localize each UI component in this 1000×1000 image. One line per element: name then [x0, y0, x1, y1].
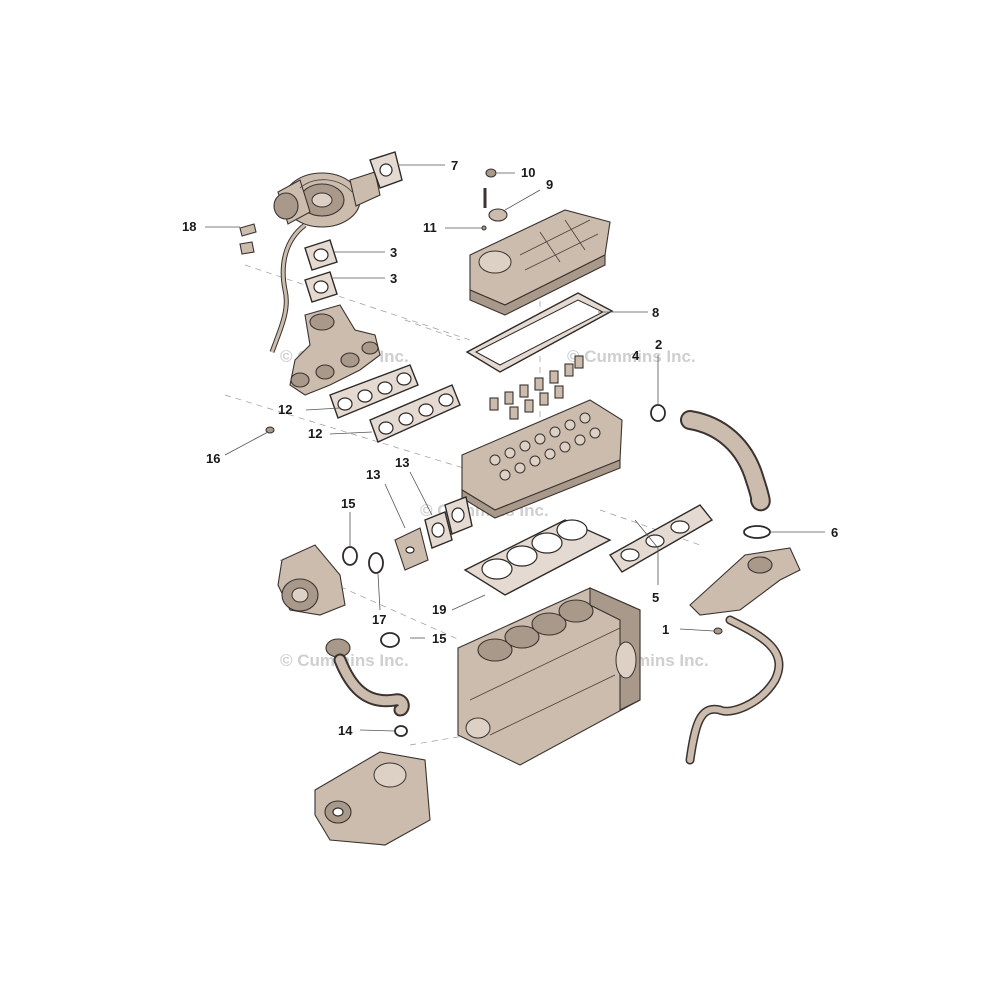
callout-11: 11	[423, 220, 437, 235]
callout-13-right: 13	[395, 455, 409, 470]
turbocharger	[273, 171, 381, 228]
coolant-bypass-pipe	[685, 615, 784, 765]
oil-filler-cap-parts	[481, 168, 508, 231]
gasket-13b	[424, 511, 453, 549]
exhaust-manifold	[289, 304, 381, 396]
turbo-outlet-gasket	[369, 151, 403, 189]
turbo-gasket-lower	[304, 271, 338, 303]
callout-13-left: 13	[366, 467, 380, 482]
callout-5: 5	[652, 590, 659, 605]
callout-1: 1	[662, 622, 669, 637]
o-ring-2	[650, 404, 666, 422]
o-ring-15-lower	[380, 632, 400, 648]
callout-6: 6	[831, 525, 838, 540]
mounting-bracket-13a	[394, 527, 429, 571]
callout-15-upper: 15	[341, 496, 355, 511]
o-ring-17	[368, 552, 384, 574]
water-pump	[277, 544, 346, 616]
banjo-fittings	[239, 223, 257, 255]
turbo-gasket-upper	[304, 239, 338, 271]
callout-3-upper: 3	[390, 245, 397, 260]
plug-1	[713, 627, 723, 635]
leader-lines	[205, 164, 825, 732]
o-ring-6	[743, 525, 771, 539]
front-timing-cover	[314, 751, 431, 846]
callout-15-lower: 15	[432, 631, 446, 646]
callout-10: 10	[521, 165, 535, 180]
valve-rows	[489, 412, 601, 481]
exhaust-manifold-gasket-1	[329, 364, 419, 419]
gasket-13c	[444, 496, 473, 535]
intake-manifold-gasket	[608, 504, 714, 573]
callout-7: 7	[451, 158, 458, 173]
valve-cover	[469, 209, 611, 316]
callout-12-lower: 12	[308, 426, 322, 441]
coolant-pipe-left	[325, 638, 410, 717]
callout-labels: 7 10 9 11 18 3 3 8 2 4 12 12 16 13 13 15…	[182, 158, 838, 738]
cylinder-block	[457, 587, 641, 766]
turbo-oil-pipe	[269, 223, 307, 353]
coolant-outlet-tube	[680, 410, 771, 512]
thermostat-housing	[689, 547, 801, 616]
dowel-pin	[265, 426, 275, 434]
callout-8: 8	[652, 305, 659, 320]
callout-12-upper: 12	[278, 402, 292, 417]
cylinder-head-gasket	[463, 519, 612, 596]
exhaust-manifold-gasket-2	[369, 384, 461, 443]
callout-2: 2	[655, 337, 662, 352]
watermark-2: © Cummins Inc.	[567, 347, 696, 366]
o-ring-15-upper	[342, 546, 358, 566]
callout-4: 4	[632, 348, 640, 363]
callout-19: 19	[432, 602, 446, 617]
callout-17: 17	[372, 612, 386, 627]
callout-9: 9	[546, 177, 553, 192]
o-ring-14	[394, 725, 408, 737]
callout-18: 18	[182, 219, 196, 234]
callout-14: 14	[338, 723, 353, 738]
callout-16: 16	[206, 451, 220, 466]
valve-springs	[489, 355, 584, 420]
callout-3-lower: 3	[390, 271, 397, 286]
